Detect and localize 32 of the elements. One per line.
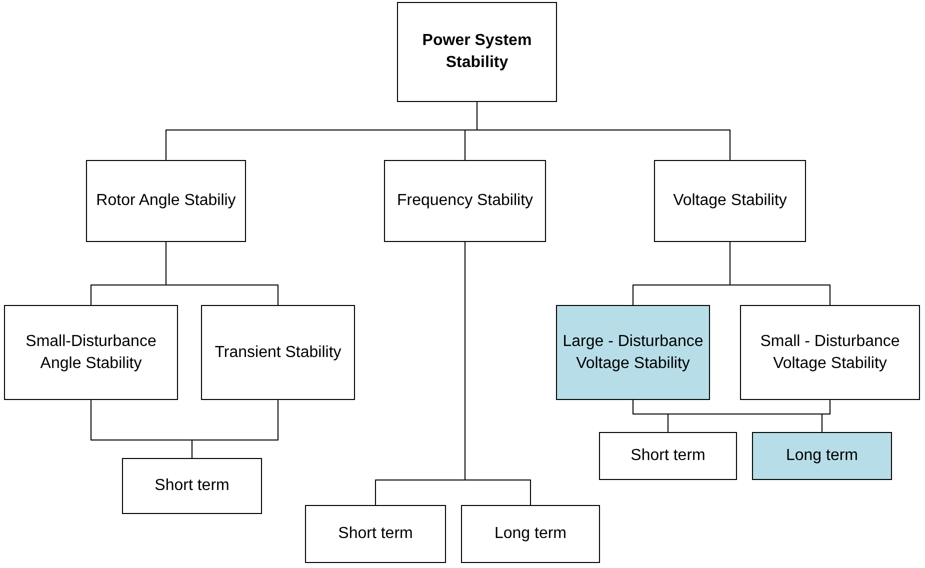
connector-line (166, 242, 278, 306)
connector-line (822, 400, 830, 432)
connector-line (730, 242, 830, 306)
category-box (4, 305, 178, 400)
category-box (384, 160, 546, 242)
box-label: Short term (338, 524, 413, 544)
box-label: Large - Disturbance Voltage Stability (562, 332, 704, 374)
category-box (305, 505, 446, 563)
category-box (201, 305, 355, 400)
box-label: Rotor Angle Stabiliy (96, 191, 236, 212)
box-label: Short term (154, 476, 230, 496)
box-label: Small - Disturbance Voltage Stability (759, 332, 901, 374)
category-box (599, 432, 737, 480)
category-box (86, 160, 246, 242)
category-box (740, 305, 920, 400)
category-box (654, 160, 806, 242)
box-label: Power System Stability (421, 31, 533, 73)
box-label: Long term (786, 446, 858, 466)
category-box (752, 432, 892, 480)
category-box (122, 458, 262, 514)
box-label: Voltage Stability (673, 191, 787, 212)
connector-line (192, 400, 278, 458)
category-box (461, 505, 600, 563)
box-label: Transient Stability (214, 342, 342, 363)
box-label: Frequency Stability (396, 191, 534, 212)
connector-line (464, 242, 531, 506)
box-label: Small-Disturbance Angle Stability (24, 332, 158, 374)
box-label: Long term (494, 524, 567, 544)
category-box (397, 2, 557, 102)
connector-line (476, 102, 730, 160)
box-label: Short term (630, 446, 706, 466)
category-box (556, 305, 710, 400)
